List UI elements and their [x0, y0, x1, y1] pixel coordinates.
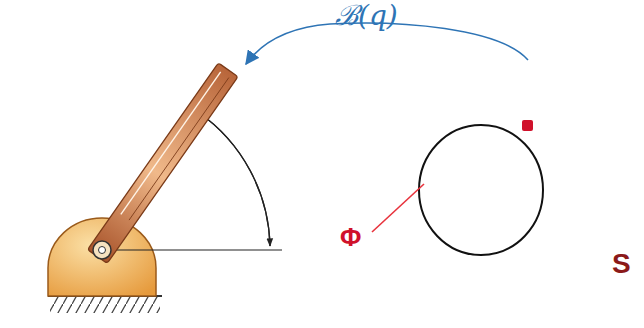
pivot-pin [99, 247, 106, 254]
manifold-label: S [612, 250, 631, 278]
map-label: ℬ(q) [335, 2, 398, 30]
pivot-pin [93, 241, 111, 259]
angle-arc [198, 112, 270, 246]
reference-line [102, 249, 282, 250]
ground-hatch [50, 297, 160, 313]
circle-manifold [419, 125, 543, 255]
phi-label: Φ [340, 224, 361, 250]
state-dot [522, 120, 533, 131]
link-bar [88, 63, 238, 264]
leader-line [372, 184, 424, 232]
angle-arc [198, 112, 270, 246]
